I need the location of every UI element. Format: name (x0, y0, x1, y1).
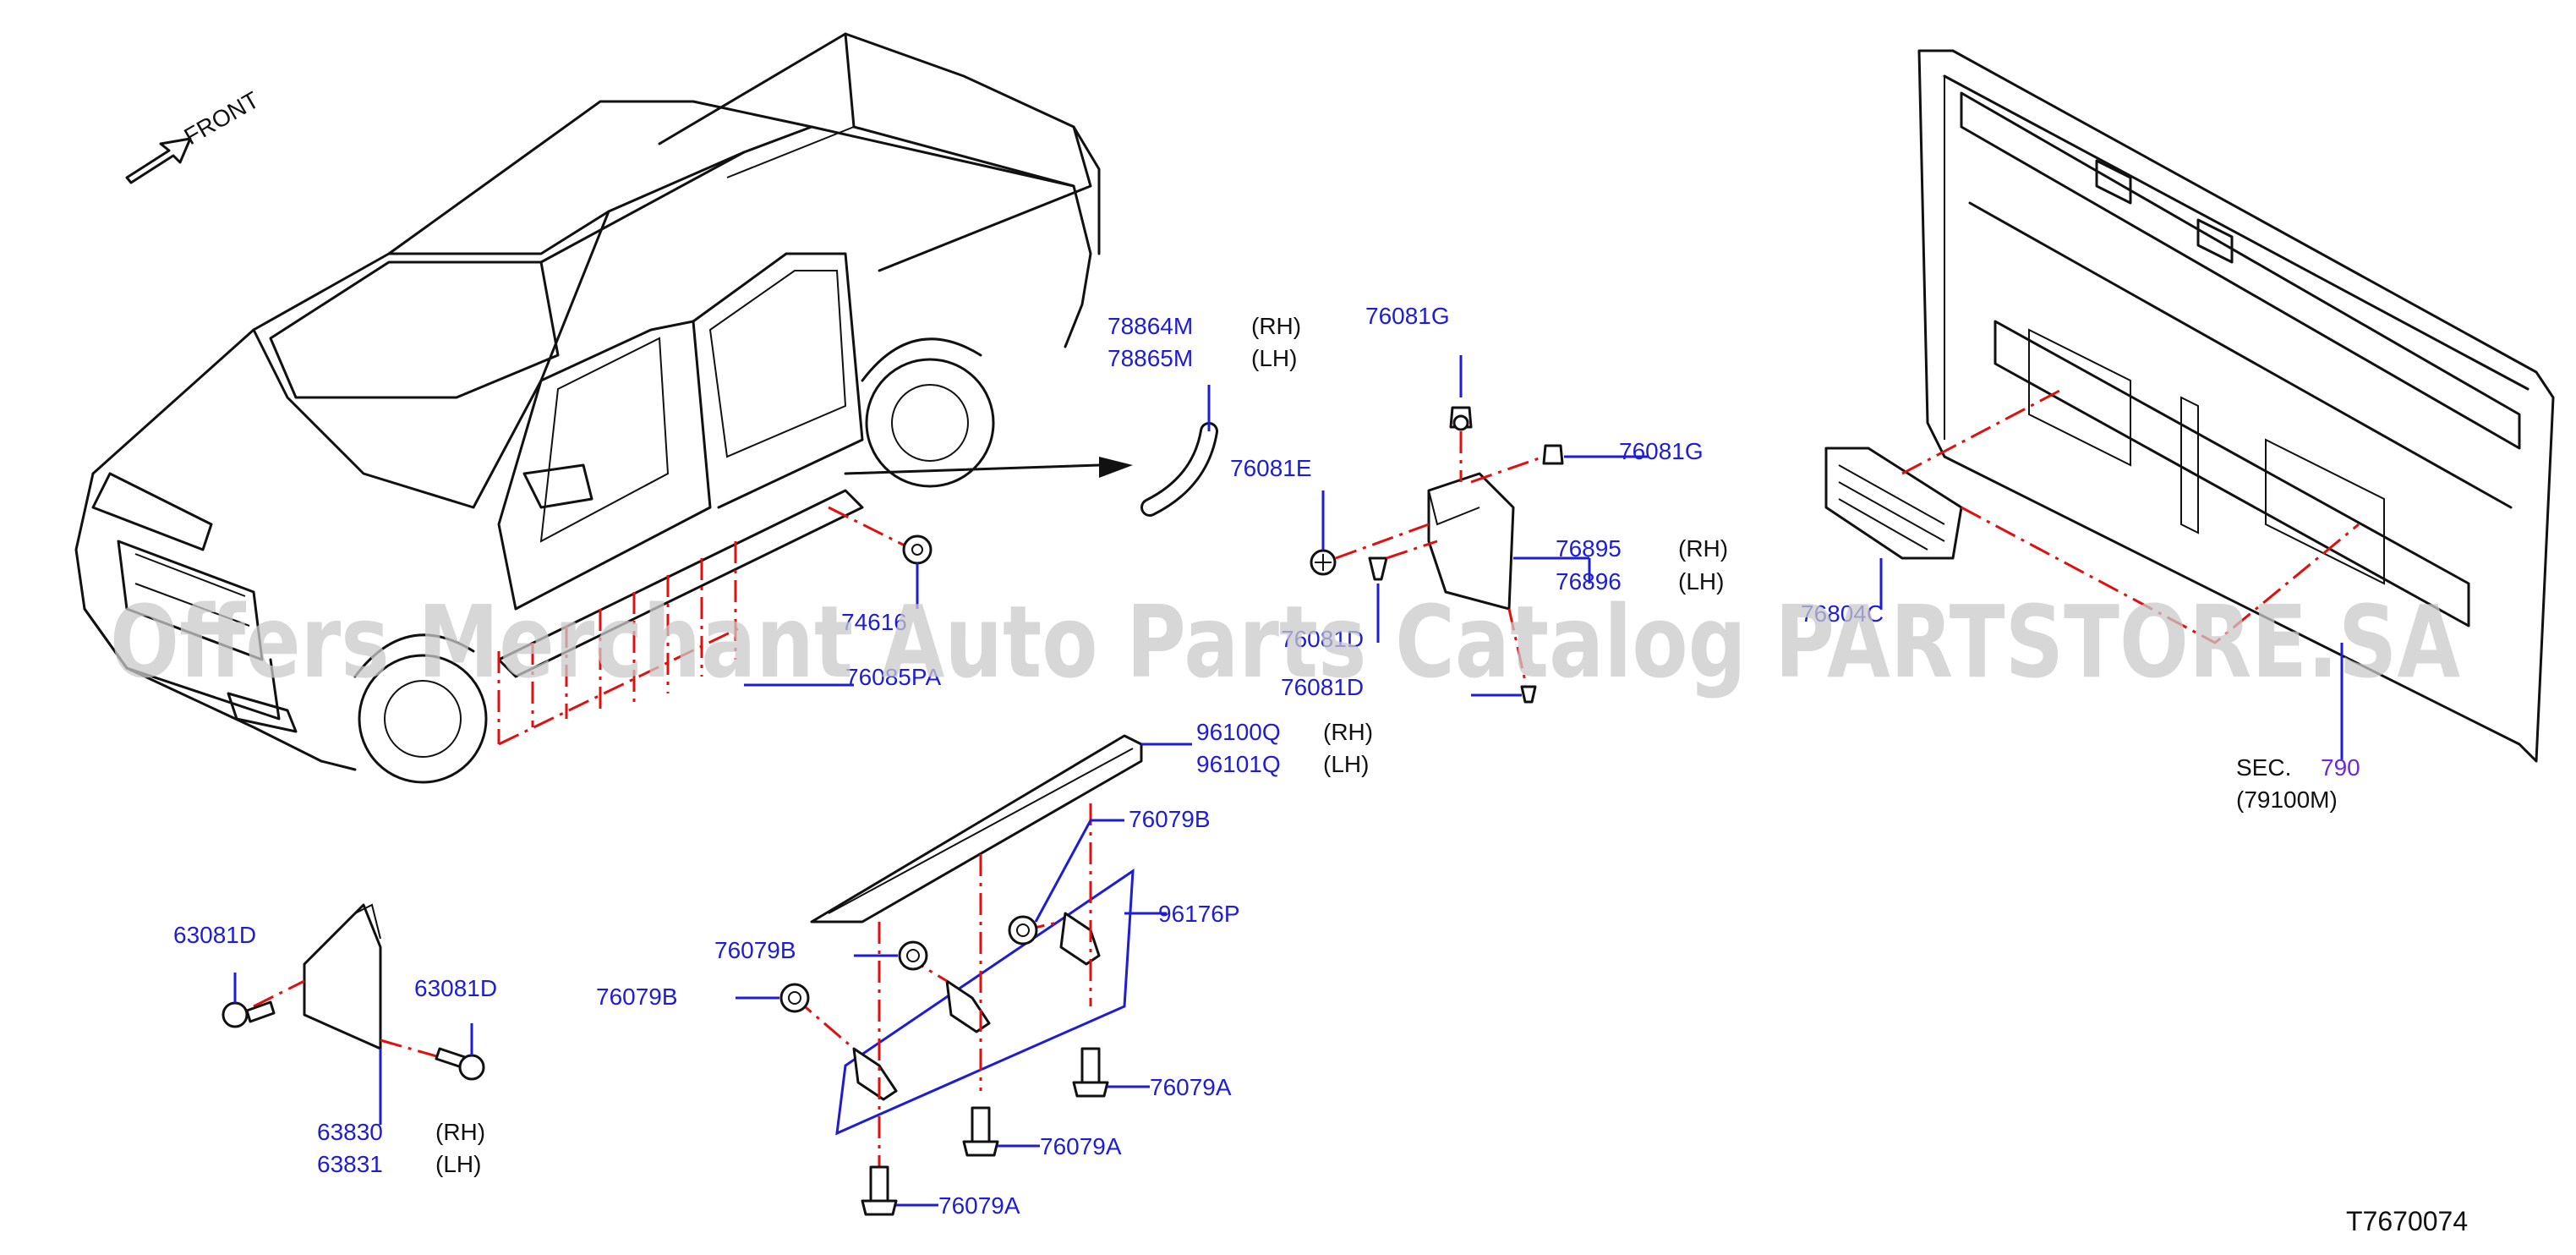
section-ref-link[interactable]: 790 (2321, 754, 2360, 781)
side-step-96100Q (810, 734, 1143, 923)
callout-78865M[interactable]: 78865M (1108, 345, 1193, 371)
bracket-right (1059, 912, 1101, 966)
bracket-middle (945, 979, 991, 1033)
clip-76081G-right (1542, 444, 1564, 465)
front-label: FRONT (180, 86, 264, 150)
clip-76081E (1310, 549, 1337, 576)
sill-arrow (844, 463, 1101, 475)
callout-76079B-top[interactable]: 76079B (1129, 806, 1211, 832)
qualifier-78864M: (RH) (1251, 313, 1301, 339)
sill-arrow-head-icon (1099, 457, 1133, 478)
nut-76079B-left (779, 983, 810, 1013)
nut-76079B-mid (898, 940, 928, 971)
watermark: Offers Merchant Auto Parts Catalog PARTS… (110, 584, 2460, 700)
callout-63081D-left[interactable]: 63081D (173, 922, 256, 948)
clip-74616 (902, 534, 933, 609)
section-ref-sub: (79100M) (2236, 786, 2338, 813)
qualifier-76895: (RH) (1678, 535, 1728, 562)
truck-leader-lines (497, 506, 914, 746)
callout-63831[interactable]: 63831 (317, 1151, 383, 1177)
callout-76081G-top[interactable]: 76081G (1365, 303, 1450, 329)
callout-76079A-right[interactable]: 76079A (1150, 1074, 1232, 1100)
qualifier-76896: (LH) (1678, 568, 1724, 595)
bracket-box-96176P (835, 869, 1135, 1136)
diagram-id: T7670074 (2346, 1206, 2468, 1236)
clip-76081G-top (1449, 406, 1473, 431)
front-arrow-icon (125, 137, 192, 184)
callout-74616[interactable]: 74616 (841, 609, 907, 635)
rear-body-panel (1917, 49, 2555, 763)
qualifier-96101Q: (LH) (1323, 751, 1369, 777)
callout-76081D-a[interactable]: 76081D (1281, 626, 1364, 652)
qualifier-63831: (LH) (435, 1151, 481, 1177)
callout-78864M[interactable]: 78864M (1108, 313, 1193, 339)
callout-76079B-mid[interactable]: 76079B (714, 937, 796, 963)
callout-76081D-b[interactable]: 76081D (1281, 674, 1364, 700)
callout-76081E[interactable]: 76081E (1230, 455, 1312, 481)
callout-63081D-right[interactable]: 63081D (414, 975, 497, 1001)
mud-guard-63830 (303, 903, 382, 1050)
callout-76079B-left[interactable]: 76079B (596, 984, 678, 1010)
bolt-76079A-middle (962, 1106, 999, 1157)
callout-96101Q[interactable]: 96101Q (1196, 751, 1281, 777)
qualifier-78865M: (LH) (1251, 345, 1297, 371)
qualifier-63830: (RH) (435, 1119, 485, 1145)
bolt-63081D-right (435, 1047, 485, 1081)
bolt-76079A-right (1072, 1047, 1109, 1098)
callout-76896[interactable]: 76896 (1556, 568, 1622, 595)
bolt-63081D-left (222, 1000, 276, 1028)
callout-76804C[interactable]: 76804C (1801, 600, 1884, 627)
section-ref-prefix: SEC. (2236, 754, 2291, 781)
pickup-truck-body (74, 32, 1101, 784)
clip-76081D-b (1520, 685, 1537, 704)
callout-76079A-left[interactable]: 76079A (938, 1192, 1020, 1219)
callout-96100Q[interactable]: 96100Q (1196, 719, 1281, 745)
qualifier-96100Q: (RH) (1323, 719, 1373, 745)
callout-63830[interactable]: 63830 (317, 1119, 383, 1145)
vent-grille-76804C (1824, 447, 1963, 560)
callout-76081G-right[interactable]: 76081G (1619, 438, 1704, 464)
callout-96176P[interactable]: 96176P (1158, 901, 1240, 927)
bracket-left (852, 1047, 898, 1101)
clip-76081D-a (1368, 556, 1388, 581)
callout-76085PA[interactable]: 76085PA (845, 664, 941, 690)
callout-76895[interactable]: 76895 (1556, 535, 1622, 562)
callout-76079A-middle[interactable]: 76079A (1040, 1133, 1122, 1159)
bolt-76079A-left (861, 1165, 898, 1216)
nut-76079B-top (1008, 915, 1038, 945)
